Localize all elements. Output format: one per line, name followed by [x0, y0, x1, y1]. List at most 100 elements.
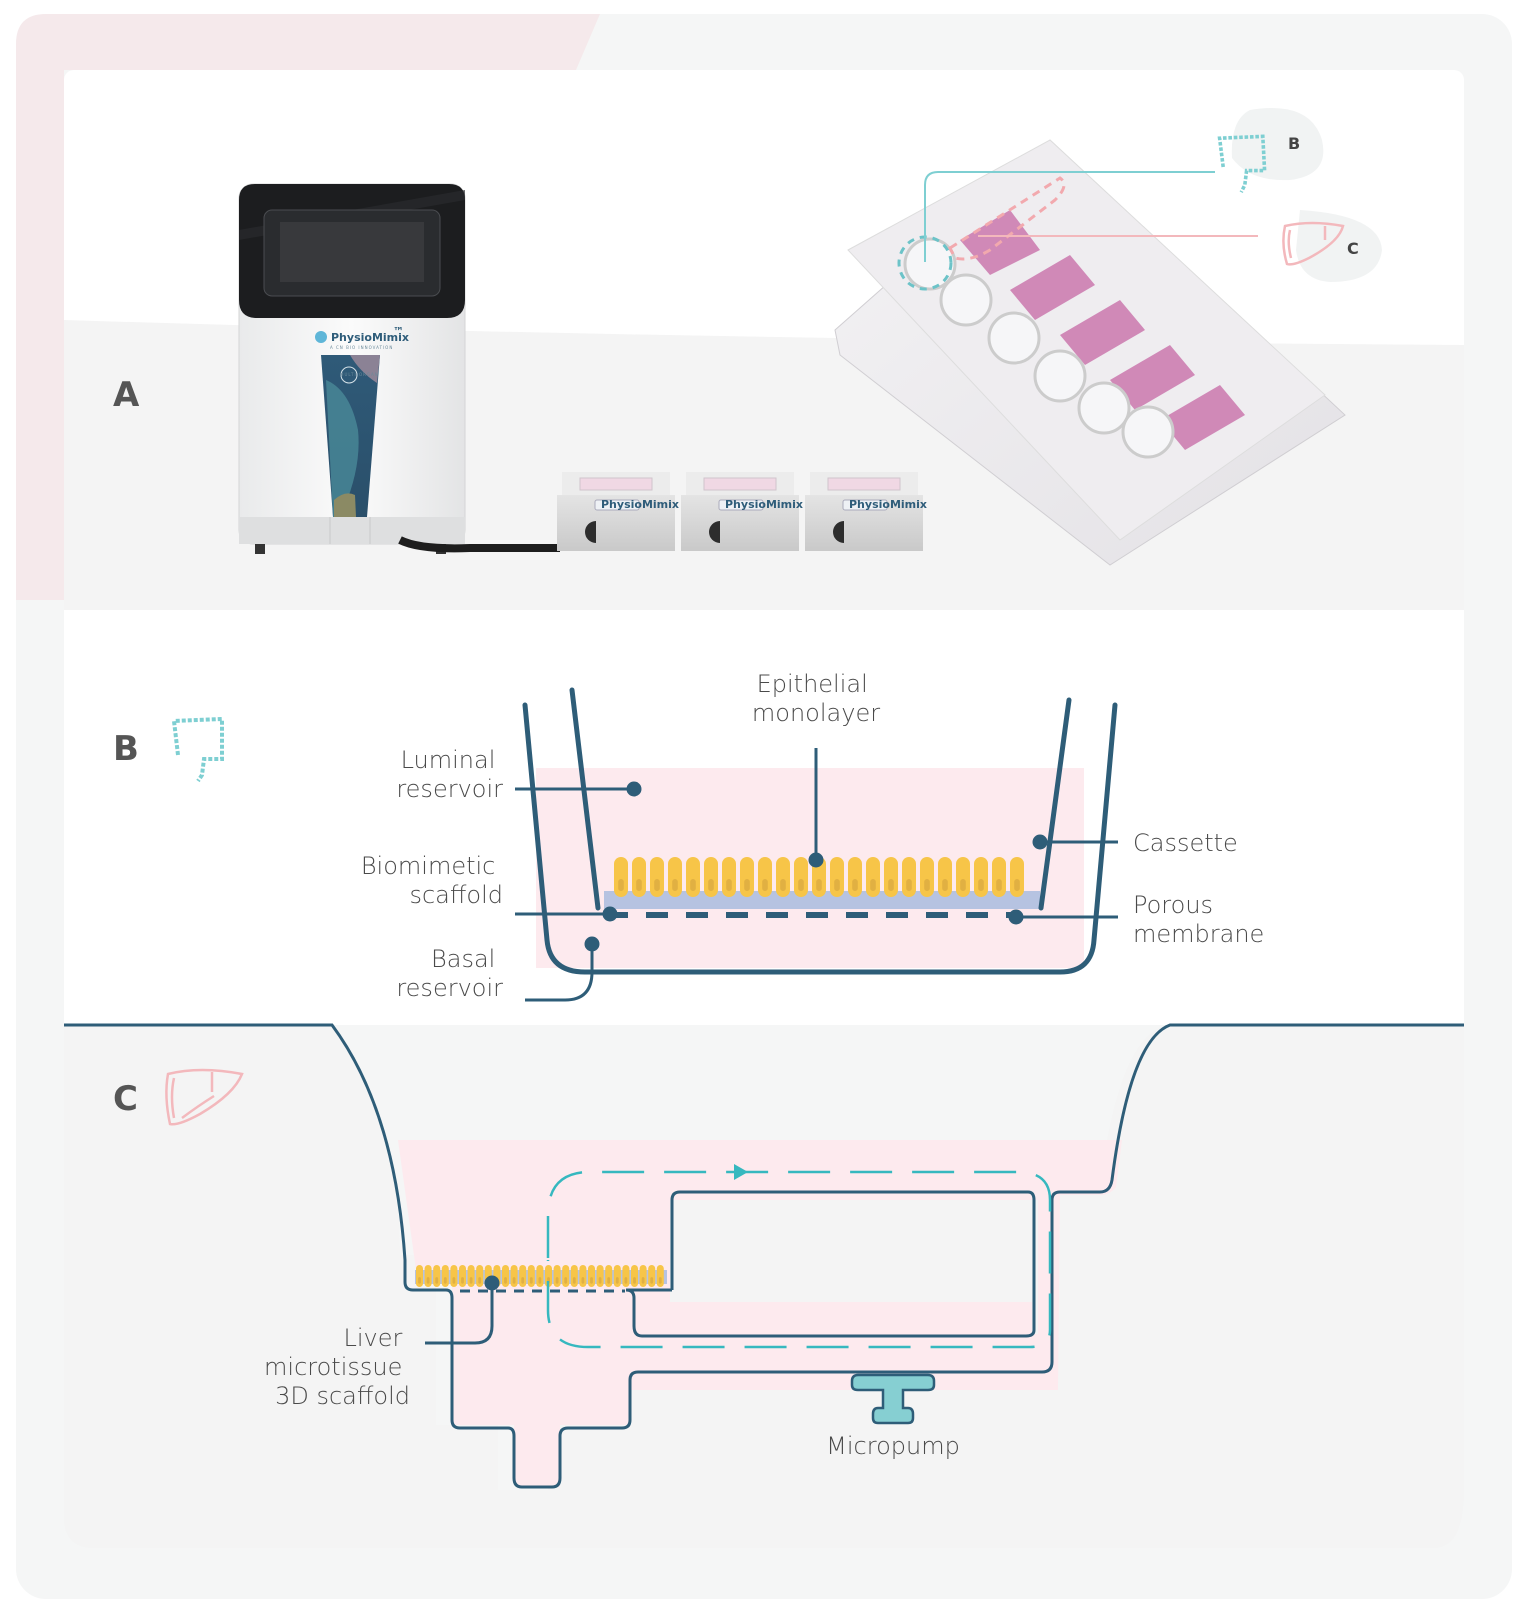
cell-nucleus: [1014, 879, 1020, 891]
label-line: microtissue: [264, 1353, 402, 1381]
controller-tagline: A CN BIO INNOVATION: [330, 345, 393, 350]
controller-trademark: ™: [393, 325, 404, 338]
cell-nucleus: [452, 1277, 456, 1284]
epithelial-cell: [536, 1265, 544, 1287]
label-micropump: Micropump: [826, 1432, 960, 1460]
epithelial-cell: [686, 857, 700, 897]
epithelial-cell: [570, 1265, 578, 1287]
epithelial-cell: [902, 857, 916, 897]
dock-module: PhysioMimix: [557, 472, 679, 551]
callout-b-letter: B: [1288, 134, 1300, 153]
label-line: scaffold: [409, 881, 503, 909]
cell-nucleus: [598, 1277, 602, 1284]
intestine-icon: [1217, 134, 1267, 194]
cell-nucleus: [435, 1277, 439, 1284]
label-line: reservoir: [396, 974, 503, 1002]
label-line: 3D scaffold: [275, 1382, 410, 1410]
epithelial-cell: [433, 1265, 441, 1287]
cell-nucleus: [672, 879, 678, 891]
panel-b-icon: [171, 716, 224, 783]
label-liver-microtissue: Liver microtissue 3D scaffold: [264, 1324, 410, 1410]
epithelial-cell: [579, 1265, 587, 1287]
epithelial-cell: [553, 1265, 561, 1287]
cell-nucleus: [418, 1277, 421, 1284]
cell-nucleus: [780, 879, 786, 891]
cell-nucleus: [590, 1277, 593, 1284]
transwell-diagram: Epithelial monolayer Luminal reservoir B…: [361, 670, 1264, 1002]
cell-nucleus: [978, 879, 984, 891]
dock-brand: PhysioMimix: [725, 498, 803, 511]
label-line: Micropump: [826, 1432, 960, 1460]
cell-nucleus: [762, 879, 768, 891]
epithelial-cell: [776, 857, 790, 897]
label-epithelial-monolayer: Epithelial monolayer: [752, 670, 880, 727]
chip-outline: [64, 1023, 1464, 1489]
cell-nucleus: [469, 1277, 473, 1284]
dock-modules: PhysioMimix PhysioMimix PhysioMimix: [557, 472, 927, 551]
epithelial-cell: [650, 857, 664, 897]
epithelial-cell: [740, 857, 754, 897]
cell-nucleus: [443, 1277, 447, 1284]
label-luminal-reservoir: Luminal reservoir: [396, 746, 503, 803]
epithelial-cell: [510, 1265, 518, 1287]
label-cassette: Cassette: [1133, 829, 1238, 857]
dock-brand: PhysioMimix: [849, 498, 927, 511]
cell-nucleus: [870, 879, 876, 891]
panel-b-letter: B: [113, 729, 139, 769]
panel-a-letter: A: [113, 375, 140, 415]
cassette-insert: [569, 687, 1072, 911]
inner-loop-outline: [625, 1190, 1036, 1338]
panel-c-letter: C: [113, 1079, 138, 1119]
cell-nucleus: [504, 1277, 507, 1284]
liver-icon: [1282, 221, 1345, 266]
epithelial-cell: [631, 1265, 638, 1287]
flow-path: [546, 1170, 1052, 1349]
epithelial-cell: [758, 857, 772, 897]
controller-badge: MULTI ORGAN: [340, 372, 379, 377]
cell-nucleus: [798, 879, 804, 891]
gut-callout-line: [924, 171, 1215, 262]
epithelial-cell: [459, 1265, 466, 1287]
epithelial-cell: [424, 1265, 432, 1287]
label-line: Epithelial: [757, 670, 868, 698]
label-line: Basal: [431, 945, 495, 973]
liver-icon: [165, 1068, 244, 1126]
epithelial-cell: [884, 857, 898, 897]
cell-nucleus: [906, 879, 912, 891]
epithelial-cell: [668, 857, 682, 897]
cell-nucleus: [852, 879, 858, 891]
multi-organ-plate: [834, 139, 1346, 566]
liver-chip-diagram: Liver microtissue 3D scaffold Micropump: [64, 1023, 1464, 1489]
controller-brand: PhysioMimix: [331, 331, 409, 344]
epithelial-cell: [722, 857, 736, 897]
cell-nucleus: [708, 879, 714, 891]
label-line: reservoir: [396, 775, 503, 803]
cell-nucleus: [512, 1277, 516, 1284]
epithelial-cell: [830, 857, 844, 897]
label-line: Luminal: [401, 746, 496, 774]
epithelial-cell: [974, 857, 988, 897]
epithelial-cell: [502, 1265, 509, 1287]
dock-module: PhysioMimix: [681, 472, 803, 551]
outer-well: [522, 702, 1118, 975]
epithelial-cell: [416, 1265, 423, 1287]
epithelial-cell: [632, 857, 646, 897]
epithelial-cell: [562, 1265, 570, 1287]
label-porous-membrane: Porous membrane: [1133, 891, 1264, 948]
cell-nucleus: [607, 1277, 611, 1284]
touchscreen[interactable]: [280, 222, 424, 282]
cell-nucleus: [654, 879, 660, 891]
cell-nucleus: [529, 1277, 533, 1284]
cell-nucleus: [726, 879, 732, 891]
cell-nucleus: [636, 879, 642, 891]
cell-nucleus: [942, 879, 948, 891]
dock-module: PhysioMimix: [805, 472, 927, 551]
cell-nucleus: [521, 1277, 525, 1284]
cell-nucleus: [641, 1277, 645, 1284]
cell-nucleus: [615, 1277, 619, 1284]
cell-nucleus: [618, 879, 624, 891]
epithelial-cell: [938, 857, 952, 897]
epithelial-cell: [519, 1265, 527, 1287]
cell-nucleus: [633, 1277, 636, 1284]
